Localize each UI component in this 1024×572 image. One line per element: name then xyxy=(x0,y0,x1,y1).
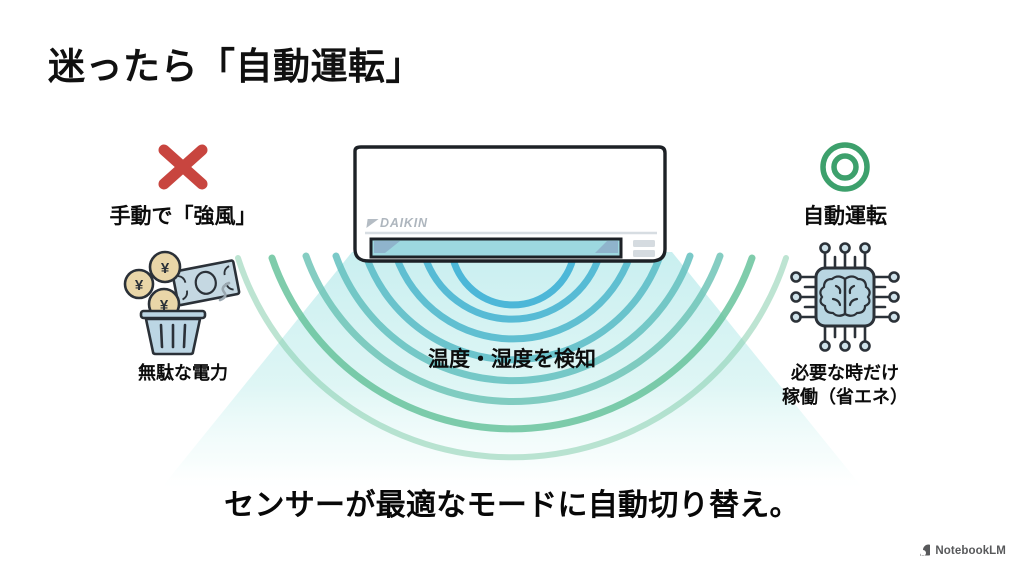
daikin-brand-text: DAIKIN xyxy=(380,216,428,230)
bottom-caption: センサーが最適なモードに自動切り替え。 xyxy=(224,489,800,522)
notebooklm-label: NotebookLM xyxy=(935,545,1006,557)
right-column-caption: 必要な時だけ 稼働（省エネ） xyxy=(730,362,960,410)
circle-mark-wrap xyxy=(730,136,960,198)
right-column-heading: 自動運転 xyxy=(803,205,887,228)
notebooklm-spiral-icon xyxy=(920,544,931,556)
svg-text:¥: ¥ xyxy=(160,297,169,314)
money-in-trash-icon: ¥ ¥ ¥ xyxy=(123,250,241,356)
red-cross-mark-icon xyxy=(158,144,208,190)
notebooklm-watermark: NotebookLM xyxy=(916,544,1006,558)
green-double-circle-mark-icon xyxy=(820,142,870,192)
ai-brain-chip-icon xyxy=(790,242,900,352)
right-column: 自動運転 xyxy=(730,136,960,410)
left-column: 手動で「強風」 xyxy=(68,136,298,386)
left-column-heading: 手動で「強風」 xyxy=(109,205,257,228)
brain-chip-wrap xyxy=(730,236,960,358)
left-column-caption: 無駄な電力 xyxy=(138,363,228,383)
daikin-triangle-icon xyxy=(366,218,379,228)
svg-text:¥: ¥ xyxy=(161,260,170,277)
page-title: 迷ったら「自動運転」 xyxy=(48,46,423,87)
right-caption-line2: 稼働（省エネ） xyxy=(782,386,908,407)
daikin-brand-logo: DAIKIN xyxy=(366,216,428,230)
money-trash-wrap: ¥ ¥ ¥ xyxy=(68,236,298,358)
cross-mark-wrap xyxy=(68,136,298,198)
right-caption-line1: 必要な時だけ xyxy=(791,363,899,383)
sensor-waves xyxy=(235,250,789,461)
sensor-detect-label: 温度・湿度を検知 xyxy=(428,348,596,371)
svg-text:¥: ¥ xyxy=(135,277,144,294)
